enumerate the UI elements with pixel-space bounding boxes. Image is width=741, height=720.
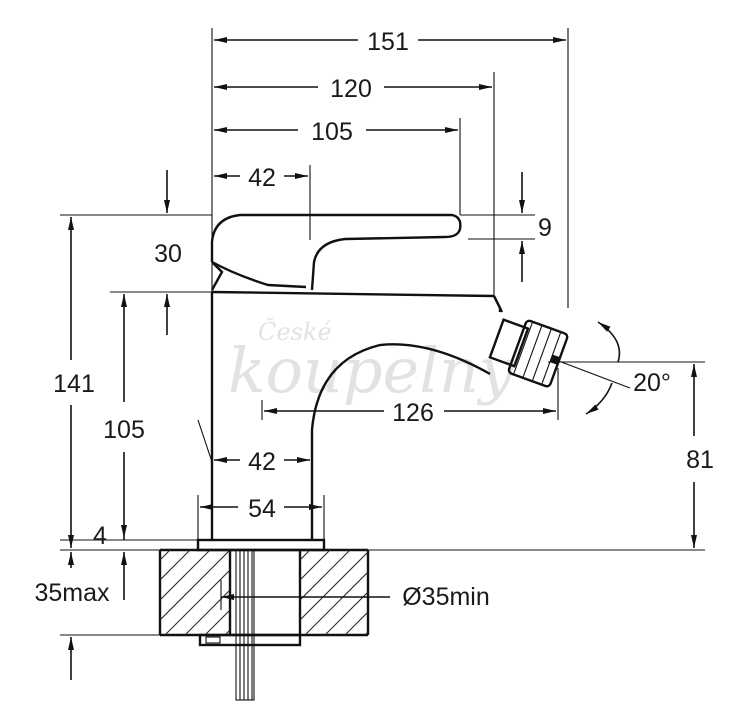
lever-handle [210,213,462,291]
watermark-line2: koupelny [228,334,515,407]
label-30: 30 [154,240,182,268]
hatch-left [160,550,230,635]
label-105-top: 105 [311,118,353,146]
label-diameter-35min: Ø35min [402,583,490,611]
label-105-left: 105 [103,416,145,444]
base-flange [196,538,326,552]
watermark-line1: České [258,317,332,346]
nozzle-groove-1 [512,321,534,375]
label-9: 9 [538,214,552,242]
watermark: České koupelny [228,317,515,407]
mounting-plate [198,633,302,647]
nozzle-groove-2 [522,324,543,378]
spout-underside [310,343,491,540]
dimension-labels: 151 120 105 42 9 30 141 105 4 35max 42 5… [34,28,713,611]
label-35max: 35max [34,579,110,607]
countertop-section [158,548,370,637]
label-141: 141 [53,370,95,398]
nozzle-groove-3 [531,328,552,382]
label-4: 4 [93,522,107,550]
plate-slot [205,636,221,644]
label-42-top: 42 [248,164,276,192]
hatch-right [300,550,368,635]
nozzle-neck [488,318,530,368]
label-54: 54 [248,495,276,523]
label-120: 120 [330,75,372,103]
body-top-line [211,290,495,298]
lever-pivot [210,261,224,291]
lever-base-curve [211,260,307,289]
mounting-stud [198,549,302,701]
nozzle-head [507,319,569,388]
label-20-degrees: 20° [633,369,671,397]
label-126: 126 [392,399,434,427]
label-81: 81 [686,446,714,474]
dimension-lines [60,28,705,680]
stud-rod [235,549,255,701]
label-42-body: 42 [248,448,276,476]
label-151: 151 [367,28,409,56]
spout-edge [492,295,504,313]
